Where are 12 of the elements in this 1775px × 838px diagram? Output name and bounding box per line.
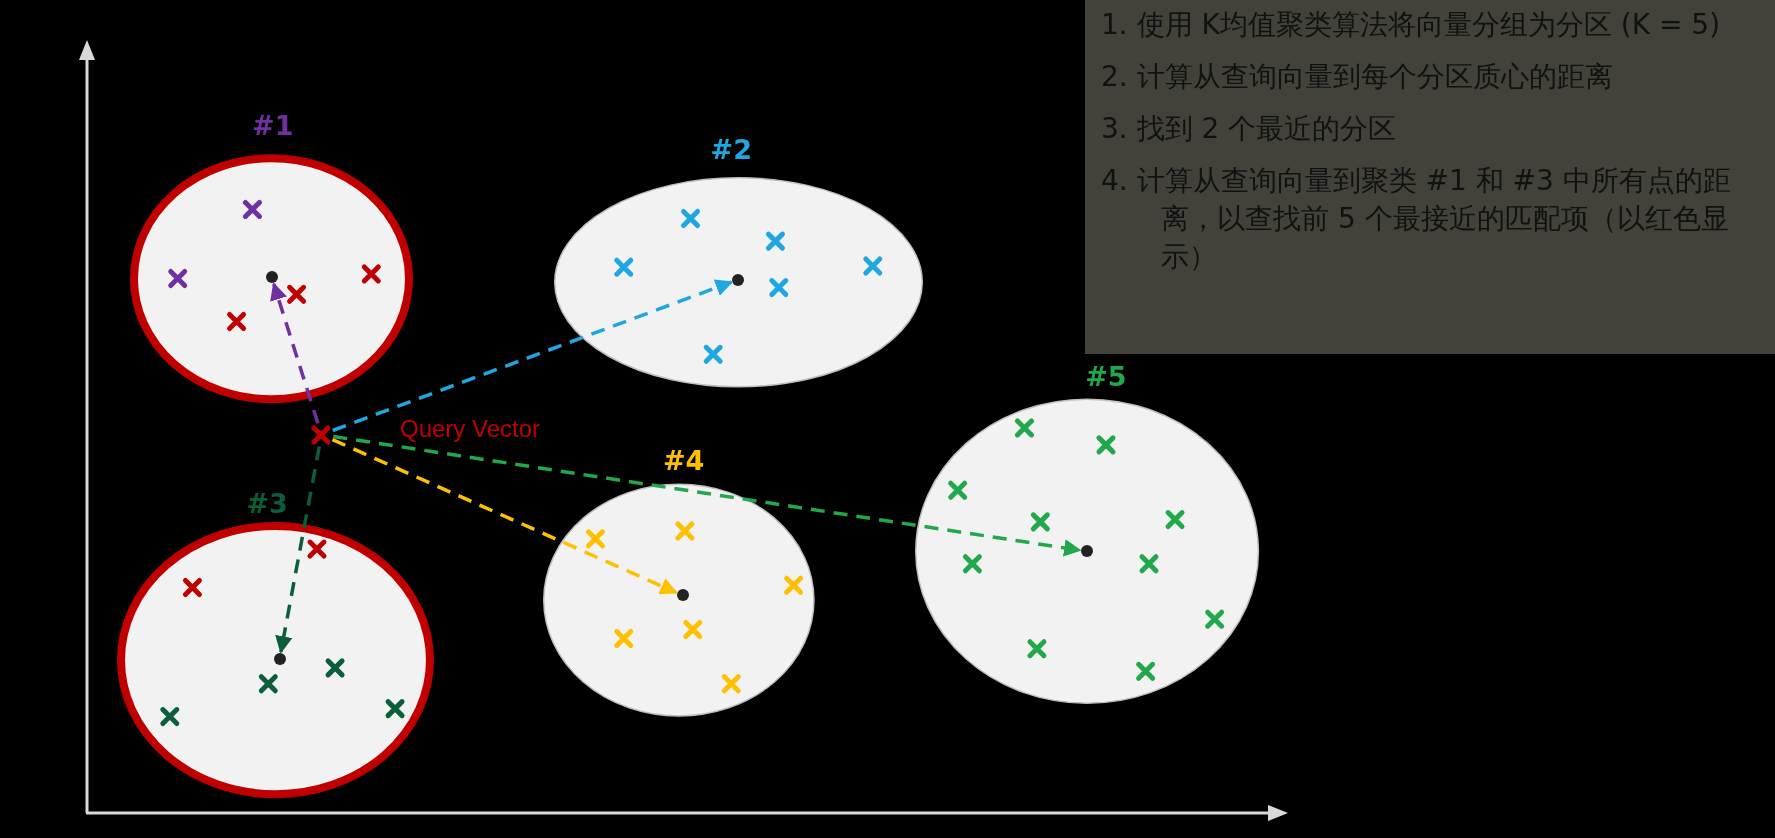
steps-panel xyxy=(1085,0,1775,354)
dashed-arrow xyxy=(275,446,321,654)
dashed-arrow xyxy=(333,434,1082,557)
query-label: Query Vector xyxy=(400,416,541,442)
dashed-arrow xyxy=(332,279,734,433)
cluster-label: #4 xyxy=(662,443,706,478)
cluster-label: #5 xyxy=(1084,360,1128,395)
cluster-label: #1 xyxy=(251,108,295,143)
dashed-arrow xyxy=(331,437,678,595)
dashed-arrow xyxy=(270,282,320,424)
cluster-label: #2 xyxy=(709,132,753,167)
cluster-label: #3 xyxy=(245,486,289,521)
